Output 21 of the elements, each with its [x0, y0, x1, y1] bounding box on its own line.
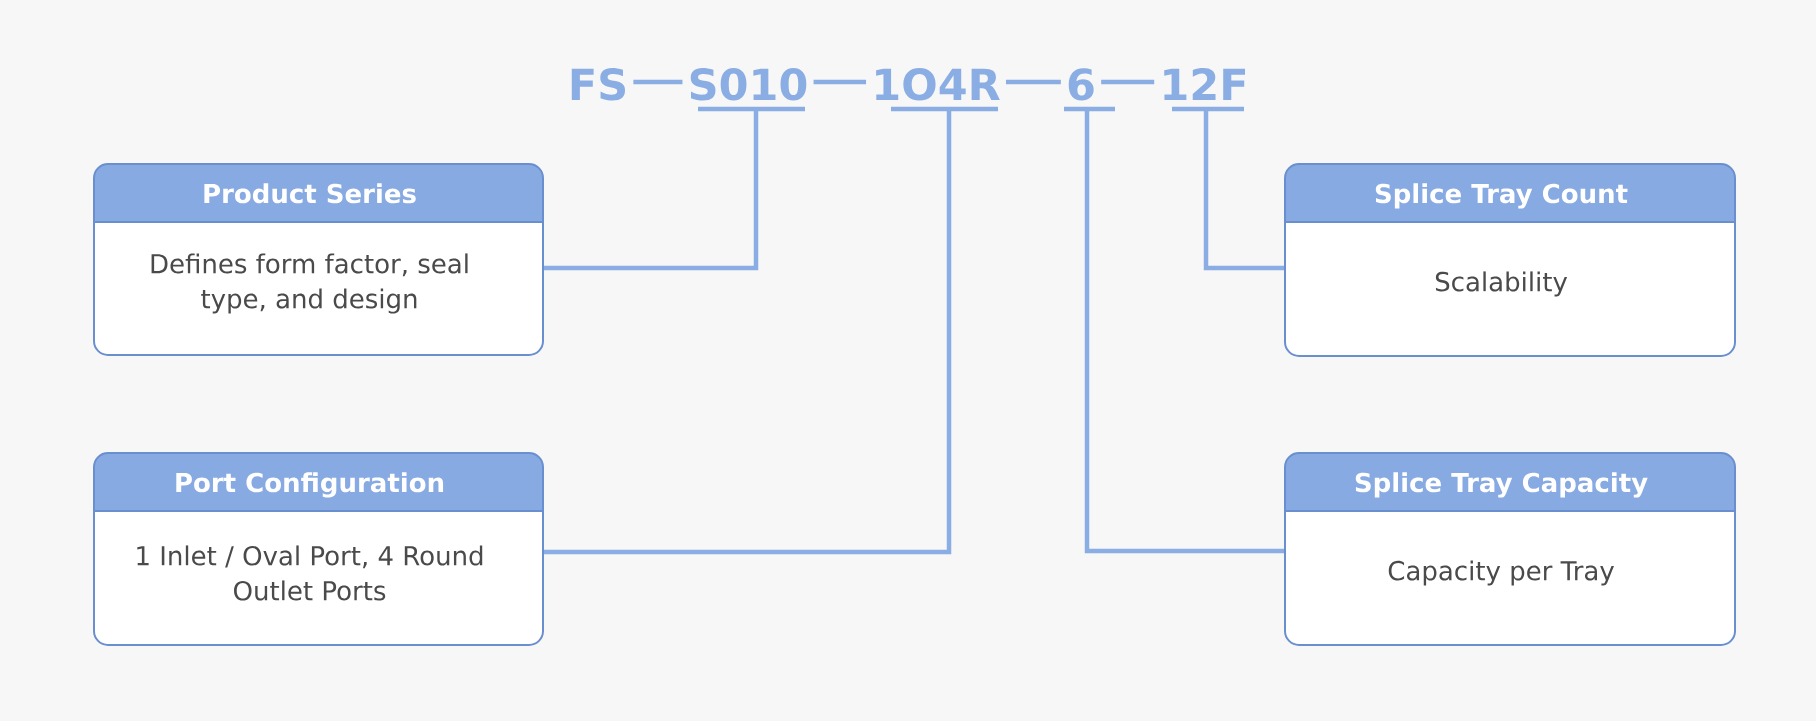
dash-line — [1101, 79, 1155, 85]
dash-line — [633, 79, 683, 85]
code-text: FS — [571, 68, 626, 101]
card-text: Defines form factor, seal type, and design — [151, 253, 468, 314]
dash-line — [813, 79, 867, 85]
underlined-code: 12F — [1164, 68, 1246, 112]
card-text: 1 Inlet / Oval Port, 4 Round Outlet Ports — [137, 545, 483, 601]
card-title: Splice Tray Count — [1375, 183, 1628, 209]
underlined-code: 1O4R — [876, 68, 1000, 112]
card-title: Port Configuration — [176, 472, 444, 498]
card-title: Product Series — [204, 183, 416, 204]
leader-line — [1084, 109, 1284, 554]
leader-line — [1203, 109, 1284, 271]
card-title: Splice Tray Capacity — [1355, 472, 1648, 498]
underlined-code: 6 — [1064, 68, 1115, 112]
card-text: Capacity per Tray — [1388, 560, 1614, 586]
underlined-code: S010 — [690, 68, 807, 112]
card-text: Scalability — [1435, 271, 1568, 297]
dash-line — [1005, 79, 1061, 85]
leader-line — [544, 109, 952, 555]
leader-line — [544, 109, 759, 271]
